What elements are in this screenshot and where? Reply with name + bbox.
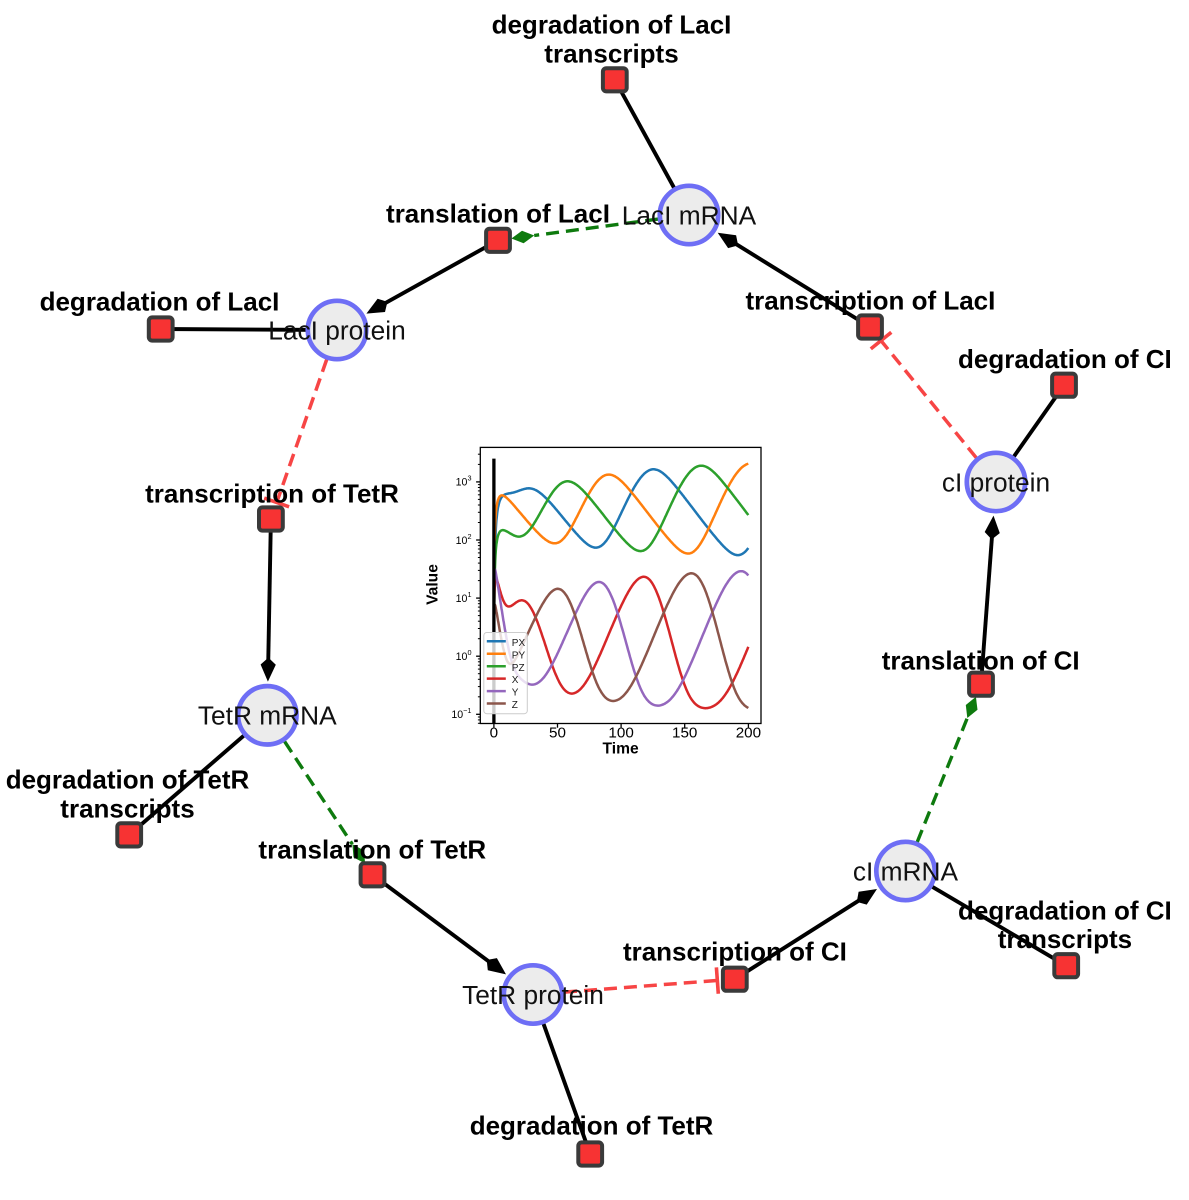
svg-text:Time: Time [603, 741, 639, 758]
svg-text:degradation of TetR: degradation of TetR [6, 765, 250, 795]
svg-text:transcripts: transcripts [60, 793, 194, 823]
svg-text:translation of TetR: translation of TetR [258, 835, 486, 865]
svg-text:translation of CI: translation of CI [882, 645, 1080, 675]
svg-text:transcription of TetR: transcription of TetR [145, 478, 399, 508]
svg-text:150: 150 [672, 725, 697, 742]
svg-text:Z: Z [512, 700, 518, 711]
svg-text:50: 50 [549, 725, 566, 742]
svg-text:TetR protein: TetR protein [462, 980, 604, 1010]
svg-text:degradation of CI: degradation of CI [958, 344, 1172, 374]
svg-text:Value: Value [425, 564, 442, 605]
svg-text:X: X [512, 675, 519, 686]
svg-text:degradation of TetR: degradation of TetR [470, 1110, 714, 1140]
svg-text:transcription of LacI: transcription of LacI [745, 286, 995, 316]
svg-text:0: 0 [490, 725, 498, 742]
svg-text:transcripts: transcripts [544, 38, 678, 68]
svg-text:degradation of LacI: degradation of LacI [492, 10, 732, 40]
svg-text:Y: Y [512, 688, 519, 699]
svg-text:cI protein: cI protein [942, 467, 1050, 497]
svg-text:200: 200 [736, 725, 761, 742]
svg-text:PY: PY [512, 650, 526, 661]
svg-text:TetR mRNA: TetR mRNA [198, 701, 337, 731]
svg-text:transcription of CI: transcription of CI [623, 937, 847, 967]
svg-text:PZ: PZ [512, 663, 525, 674]
svg-text:100: 100 [608, 725, 633, 742]
svg-text:LacI mRNA: LacI mRNA [622, 200, 757, 230]
svg-text:LacI protein: LacI protein [268, 315, 405, 345]
svg-text:degradation of LacI: degradation of LacI [40, 287, 280, 317]
svg-text:transcripts: transcripts [998, 924, 1132, 954]
svg-text:degradation of CI: degradation of CI [958, 895, 1172, 925]
svg-text:cI mRNA: cI mRNA [853, 856, 959, 886]
svg-text:PX: PX [512, 638, 526, 649]
svg-text:translation of LacI: translation of LacI [386, 198, 610, 228]
